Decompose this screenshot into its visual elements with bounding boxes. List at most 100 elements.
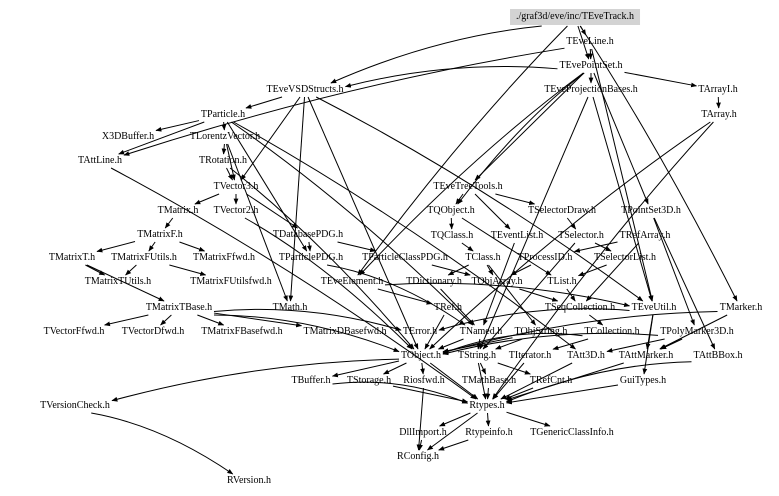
node-rtypes[interactable]: Rtypes.h (469, 400, 505, 411)
node-tlist[interactable]: TList.h (547, 276, 577, 287)
edge-tevetreetools-to-teventlist (474, 193, 511, 230)
node-tmarker[interactable]: TMarker.h (719, 302, 763, 313)
node-tgenericclassinfo[interactable]: TGenericClassInfo.h (530, 427, 614, 438)
edge-teventlist-to-tnamed (483, 242, 515, 326)
node-tobject[interactable]: TObject.h (400, 350, 442, 361)
node-tparticleclasspdg[interactable]: TParticleClassPDG.h (362, 252, 448, 263)
node-rversion[interactable]: RVersion.h (227, 475, 271, 486)
edge-tstring-to-trefcnt (497, 362, 531, 375)
node-tevepointset[interactable]: TEvePointSet.h (559, 60, 623, 71)
node-tlorentzvector[interactable]: TLorentzVector.h (189, 131, 261, 142)
node-rtypeinfo[interactable]: Rtypeinfo.h (465, 427, 513, 438)
edge-trotation-to-tvector3 (226, 167, 233, 181)
node-tprocessid[interactable]: TProcessID.h (517, 252, 573, 263)
node-trotation[interactable]: TRotation.h (198, 155, 248, 166)
node-tattbbox[interactable]: TAttBBox.h (693, 350, 743, 361)
node-teveprojectionbases[interactable]: TEveProjectionBases.h (544, 84, 638, 95)
edge-tlorentzvector-to-tvector3 (226, 143, 236, 181)
node-tstorage[interactable]: TStorage.h (346, 375, 392, 386)
node-tmatrixfutils[interactable]: TMatrixFUtils.h (111, 252, 177, 263)
edge-trefarray-to-tprocessid (573, 241, 618, 253)
node-tvector2[interactable]: TVector2.h (213, 205, 259, 216)
node-trefarray[interactable]: TRefArray.h (619, 230, 671, 241)
node-tcollection[interactable]: TCollection.h (584, 326, 640, 337)
node-trefcnt[interactable]: TRefCnt.h (529, 375, 573, 386)
edge-tlist-to-tseqcollection (566, 288, 576, 302)
node-tnamed[interactable]: TNamed.h (459, 326, 503, 337)
node-teventlist[interactable]: TEventList.h (490, 230, 544, 241)
node-tmatrixtutils[interactable]: TMatrixTUtils.h (84, 276, 152, 287)
edge-tlorentzvector-to-trotation (221, 143, 227, 155)
node-tmatrixfbasefwd[interactable]: TMatrixFBasefwd.h (201, 326, 283, 337)
node-tversioncheck[interactable]: TVersionCheck.h (40, 400, 110, 411)
node-tstring[interactable]: TString.h (457, 350, 497, 361)
node-tqclass[interactable]: TQClass.h (430, 230, 474, 241)
edge-tevevsdstructs-to-tparticle (245, 96, 283, 109)
node-tdictionary[interactable]: TDictionary.h (406, 276, 462, 287)
node-tparticle[interactable]: TParticle.h (200, 109, 246, 120)
edge-tevepointset-to-tpointset3d (593, 72, 649, 205)
node-tpolymarker3d[interactable]: TPolyMarker3D.h (660, 326, 734, 337)
node-tmatrixt[interactable]: TMatrixT.h (48, 252, 96, 263)
edge-trefarray-to-tseqcollection (585, 242, 640, 302)
node-tarrayi[interactable]: TArrayI.h (698, 84, 738, 95)
node-dllimport[interactable]: DllImport.h (399, 427, 447, 438)
node-riosfwd[interactable]: Riosfwd.h (403, 375, 445, 386)
node-teveline[interactable]: TEveLine.h (566, 36, 614, 47)
node-tvectorffwd[interactable]: TVectorFfwd.h (43, 326, 105, 337)
node-tref[interactable]: TRef.h (433, 302, 463, 313)
node-tmath[interactable]: TMath.h (272, 302, 308, 313)
edge-teveutil-to-terror (438, 308, 630, 331)
node-tmatrix[interactable]: TMatrix.h (157, 205, 199, 216)
edge-tobject-to-tversioncheck (111, 358, 400, 402)
node-tevetreetools[interactable]: TEveTreeTools.h (433, 181, 503, 192)
edge-tpointset3d-to-tpolymarker3d (653, 217, 695, 326)
node-guitypes[interactable]: GuiTypes.h (619, 375, 667, 386)
edge-teveelement-to-tref (377, 288, 433, 305)
node-teveelement[interactable]: TEveElement.h (320, 276, 384, 287)
edge-rtypes-to-dllimport (439, 412, 471, 427)
node-x3dbuffer[interactable]: X3DBuffer.h (101, 131, 155, 142)
node-tmatrixtbase[interactable]: TMatrixTBase.h (145, 302, 213, 313)
node-tqobject[interactable]: TQObject.h (427, 205, 475, 216)
node-tseqcollection[interactable]: TSeqCollection.h (544, 302, 616, 313)
node-tpointset3d[interactable]: TPointSet3D.h (621, 205, 681, 216)
node-tmatrixf[interactable]: TMatrixF.h (137, 229, 183, 240)
node-tobjstring[interactable]: TObjString.h (514, 326, 568, 337)
edge-tselectorlist-to-tlist (577, 264, 607, 277)
node-tvector3[interactable]: TVector3.h (213, 181, 259, 192)
edge-tmatrix-to-tmatrixf (164, 217, 174, 229)
edge-tevepointset-to-teveelement (359, 72, 584, 276)
node-tmathbase[interactable]: TMathBase.h (461, 375, 517, 386)
edge-tparticle-to-tlorentzvector (221, 121, 227, 131)
node-titerator[interactable]: TIterator.h (508, 350, 552, 361)
node-tselectorlist[interactable]: TSelectorList.h (594, 252, 656, 263)
node-tmatrixffwd[interactable]: TMatrixFfwd.h (193, 252, 255, 263)
node-tevevsdstructs[interactable]: TEveVSDStructs.h (266, 84, 344, 95)
edge-tobject-to-rtypes (429, 362, 479, 400)
node-tclass[interactable]: TClass.h (465, 252, 501, 263)
node-teveutil[interactable]: TEveUtil.h (631, 302, 677, 313)
node-tselector[interactable]: TSelector.h (558, 230, 604, 241)
edge-tpolymarker3d-to-tattmarker (660, 338, 683, 350)
edge-tarray-to-tobject (429, 121, 711, 350)
node-tdatabasepdg[interactable]: TDatabasePDG.h (272, 229, 344, 240)
node-tattline[interactable]: TAttLine.h (78, 155, 122, 166)
node-tattmarker[interactable]: TAttMarker.h (618, 350, 674, 361)
node-root[interactable]: ./graf3d/eve/inc/TEveTrack.h (510, 9, 640, 25)
edge-tdatabasepdg-to-tparticleclasspdg (337, 241, 377, 253)
node-rconfig[interactable]: RConfig.h (397, 451, 439, 462)
edge-tparticleclasspdg-to-tobjarray (431, 264, 471, 276)
node-terror[interactable]: TError.h (402, 326, 438, 337)
node-tvectordfwd[interactable]: TVectorDfwd.h (121, 326, 185, 337)
node-tparticlepdg[interactable]: TParticlePDG.h (278, 252, 344, 263)
node-tbuffer[interactable]: TBuffer.h (291, 375, 331, 386)
edge-root-to-tevevsdstructs (330, 25, 542, 84)
edge-tparticle-to-tattline (118, 121, 205, 155)
node-tarray[interactable]: TArray.h (701, 109, 737, 120)
node-tmatrixdbasefwd[interactable]: TMatrixDBasefwd.h (303, 326, 387, 337)
node-tselectordraw[interactable]: TSelectorDraw.h (528, 205, 596, 216)
node-tatt3d[interactable]: TAtt3D.h (567, 350, 605, 361)
node-tobjarray[interactable]: TObjArray.h (471, 276, 523, 287)
node-tmatrixfutilsfwd[interactable]: TMatrixFUtilsfwd.h (190, 276, 272, 287)
